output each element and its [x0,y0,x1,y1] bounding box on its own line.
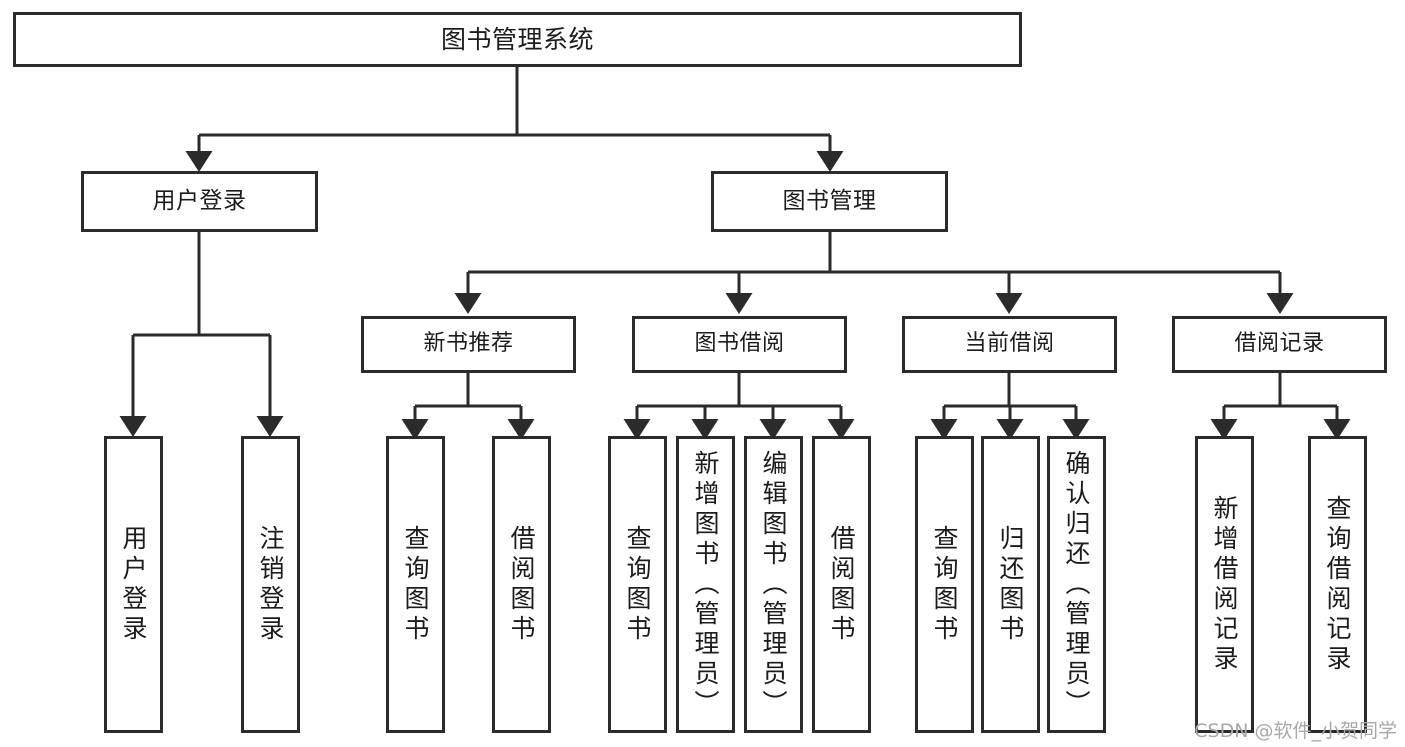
node-label: 新增借阅记录 [1210,494,1239,675]
node-label: 归还图书 [996,524,1025,645]
node-label: 图书管理 [782,187,877,214]
node-current-borrowing[interactable]: 当前借阅 [902,316,1117,373]
node-new-book-recommendation[interactable]: 新书推荐 [361,316,576,373]
node-label: 用户登录 [119,524,148,645]
node-label: 图书借阅 [694,331,785,357]
node-book-borrowing[interactable]: 图书借阅 [632,316,847,373]
leaf-borrow-record-add-record[interactable]: 新增借阅记录 [1195,436,1254,733]
node-label: 确认归还（管理员） [1062,449,1091,720]
leaf-borrow-book-query-book[interactable]: 查询图书 [608,436,667,733]
leaf-current-borrow-return-book[interactable]: 归还图书 [981,436,1040,733]
node-user-login[interactable]: 用户登录 [81,171,318,232]
node-label: 借阅图书 [507,524,536,645]
leaf-borrow-record-query-record[interactable]: 查询借阅记录 [1308,436,1367,733]
node-label: 借阅图书 [827,524,856,645]
node-label: 用户登录 [152,187,247,214]
leaf-current-borrow-confirm-return-admin[interactable]: 确认归还（管理员） [1047,436,1106,733]
node-book-management[interactable]: 图书管理 [711,171,948,232]
node-label: 查询图书 [930,524,959,645]
node-borrowing-record[interactable]: 借阅记录 [1172,316,1387,373]
leaf-borrow-book-add-book-admin[interactable]: 新增图书（管理员） [676,436,735,733]
node-label: 编辑图书（管理员） [759,449,788,720]
node-label: 借阅记录 [1234,331,1325,357]
node-root-book-management-system[interactable]: 图书管理系统 [13,12,1022,67]
node-label: 查询借阅记录 [1323,494,1352,675]
node-label: 新书推荐 [423,331,514,357]
node-label: 查询图书 [623,524,652,645]
node-label: 查询图书 [401,524,430,645]
leaf-new-book-query-book[interactable]: 查询图书 [386,436,445,733]
node-label: 当前借阅 [964,331,1055,357]
leaf-new-book-borrow-book[interactable]: 借阅图书 [492,436,551,733]
watermark-text: CSDN @软件_小贺同学 [1194,720,1397,742]
node-label: 图书管理系统 [440,24,594,54]
node-label: 注销登录 [256,524,285,645]
leaf-user-login-login[interactable]: 用户登录 [104,436,163,733]
leaf-current-borrow-query-book[interactable]: 查询图书 [915,436,974,733]
leaf-user-login-logout[interactable]: 注销登录 [241,436,300,733]
leaf-borrow-book-edit-book-admin[interactable]: 编辑图书（管理员） [744,436,803,733]
leaf-borrow-book-borrow-book[interactable]: 借阅图书 [812,436,871,733]
node-label: 新增图书（管理员） [691,449,720,720]
